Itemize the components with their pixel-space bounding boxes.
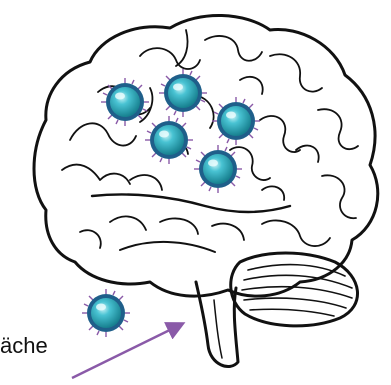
nanoparticle-icon [82,289,130,337]
nanoparticle-icon [212,97,260,145]
caption-label: äche [0,333,48,359]
nanoparticle-icon [101,78,149,126]
brain-icon [34,15,378,366]
nanoparticle-icon [194,145,242,193]
arrow-icon [72,324,182,378]
nanoparticle-icon [159,69,207,117]
nanoparticle-cluster [101,69,260,193]
nanoparticle-icon [145,116,193,164]
